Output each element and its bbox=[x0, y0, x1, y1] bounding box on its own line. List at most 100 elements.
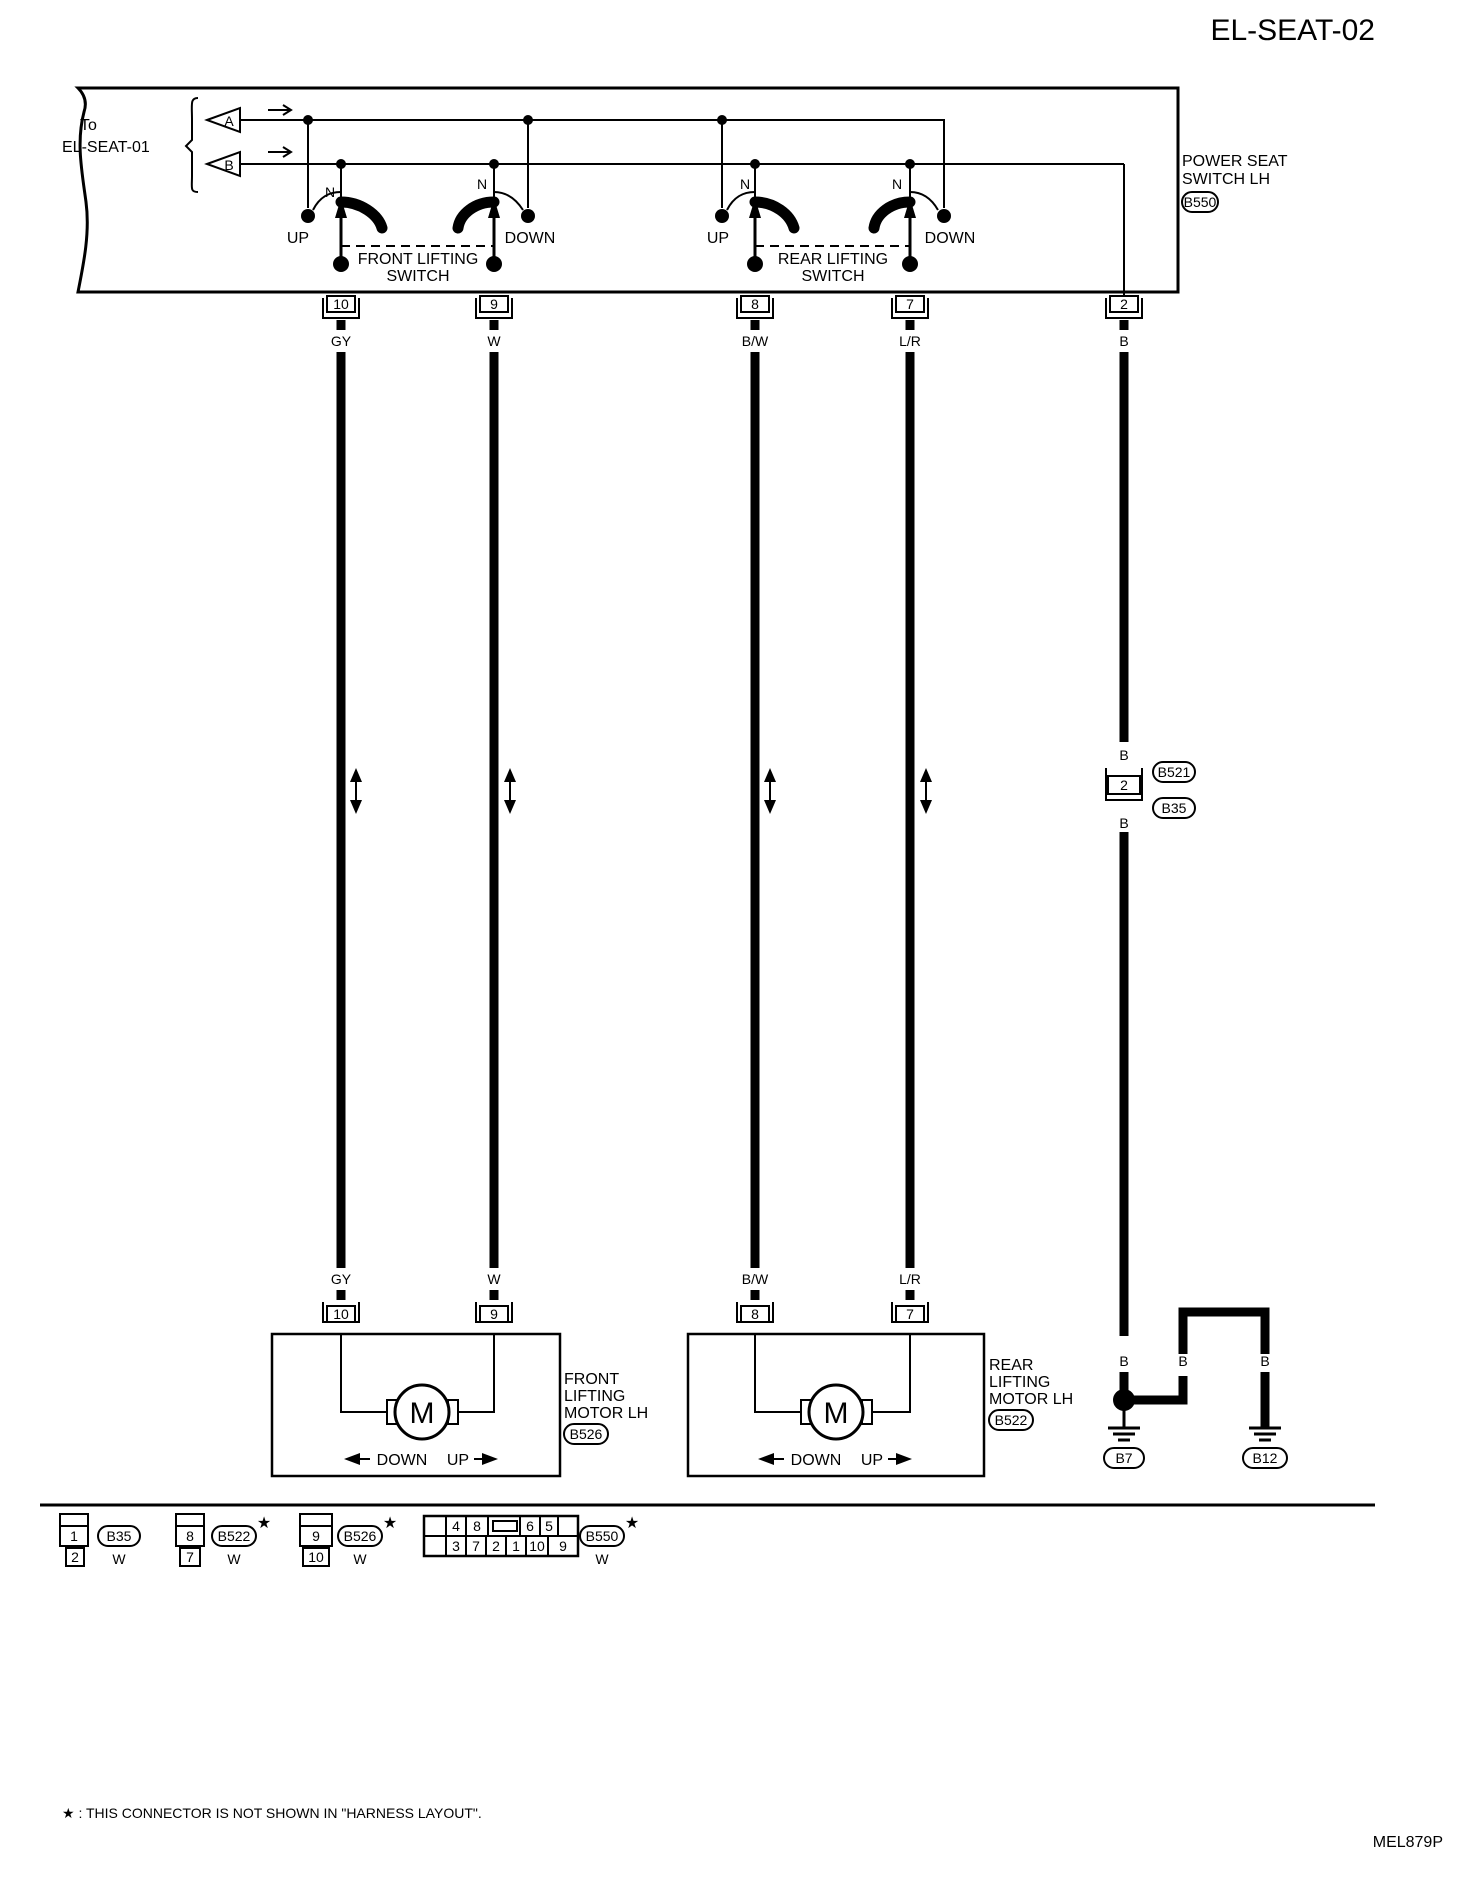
b521-badge bbox=[1152, 761, 1196, 783]
ground-jumper-low bbox=[1124, 1376, 1188, 1405]
front-motor-m: M bbox=[410, 1397, 435, 1430]
b550-view-r2c6: 9 bbox=[559, 1538, 567, 1554]
page-title: EL-SEAT-02 bbox=[1210, 14, 1375, 47]
b12-wire-color: B bbox=[1260, 1353, 1269, 1369]
rear-switch-arm-1 bbox=[749, 196, 800, 234]
connector-view-b526: 9 10 B526 ★ W bbox=[299, 1513, 397, 1567]
arrow-a bbox=[268, 104, 293, 116]
power-seat-switch-body bbox=[74, 86, 1180, 294]
front-motor-color-b: W bbox=[487, 1271, 501, 1287]
wire-color-top-10: GY bbox=[331, 333, 352, 349]
front-motor-name-1: FRONT bbox=[564, 1371, 619, 1388]
figure-code: MEL879P bbox=[1373, 1834, 1443, 1851]
front-motor-up: UP bbox=[447, 1452, 469, 1469]
b526-view-top: 9 bbox=[312, 1528, 320, 1544]
connector-view-b550: 4 8 6 5 3 7 2 1 10 9 B550 ★ W bbox=[422, 1514, 639, 1567]
rear-switch-n-1: N bbox=[740, 176, 750, 192]
front-motor-up-arrow bbox=[482, 1453, 498, 1465]
rear-motor-color-a: B/W bbox=[742, 1271, 769, 1287]
rear-motor-up-arrow bbox=[896, 1453, 912, 1465]
b35-view-bottom: 2 bbox=[71, 1549, 79, 1565]
front-motor-color-a: GY bbox=[331, 1271, 352, 1287]
rear-switch-up-label: UP bbox=[707, 230, 729, 247]
rear-motor-wiring bbox=[754, 1334, 911, 1413]
b550-view-r1c4: 6 bbox=[526, 1518, 534, 1534]
b550-view-r2c1: 3 bbox=[452, 1538, 460, 1554]
switch-terminal-10: 10 bbox=[322, 295, 360, 319]
b550-view-star: ★ bbox=[625, 1515, 639, 1532]
power-seat-switch-name-1: POWER SEAT bbox=[1182, 153, 1288, 170]
wire-color-top-2: B bbox=[1119, 333, 1128, 349]
bidirectional-arrows bbox=[350, 768, 932, 814]
source-ref-brace bbox=[184, 97, 199, 193]
connector-a-label: A bbox=[224, 113, 234, 129]
rear-motor-color-b: L/R bbox=[899, 1271, 921, 1287]
b35-view-id: B35 bbox=[107, 1528, 132, 1544]
b550-view-r1c2: 8 bbox=[473, 1518, 481, 1534]
rear-switch-arm-2 bbox=[868, 196, 916, 234]
front-motor-name-2: LIFTING bbox=[564, 1388, 625, 1405]
front-switch-label-1: FRONT LIFTING bbox=[358, 251, 479, 268]
b550-view-id: B550 bbox=[586, 1528, 619, 1544]
b522-view-star: ★ bbox=[257, 1515, 271, 1532]
rear-switch-n-2: N bbox=[892, 176, 902, 192]
b550-view-r1c5: 5 bbox=[545, 1518, 553, 1534]
b550-view-r1c1: 4 bbox=[452, 1518, 460, 1534]
rear-motor-pin-a: 8 bbox=[751, 1306, 759, 1322]
b35-badge bbox=[1152, 797, 1196, 819]
b550-view-r2c2: 7 bbox=[472, 1538, 480, 1554]
b12-badge bbox=[1242, 1447, 1288, 1469]
front-switch-label-2: SWITCH bbox=[386, 268, 449, 285]
rear-motor-name-1: REAR bbox=[989, 1357, 1033, 1374]
wire-color-top-9: W bbox=[487, 333, 501, 349]
source-ref-to: To bbox=[80, 117, 97, 134]
b522-label: B522 bbox=[995, 1412, 1028, 1428]
rear-motor-m: M bbox=[824, 1397, 849, 1430]
switch-pin-9: 9 bbox=[490, 296, 498, 312]
b35-label: B35 bbox=[1162, 800, 1187, 816]
switch-pin-8: 8 bbox=[751, 296, 759, 312]
b550-badge bbox=[1181, 191, 1219, 213]
wire-color-top-7: L/R bbox=[899, 333, 921, 349]
b521-label: B521 bbox=[1158, 764, 1191, 780]
rear-motor-symbol bbox=[807, 1383, 865, 1441]
front-motor-terminal-b bbox=[479, 1305, 509, 1323]
inline-connector-housing bbox=[1105, 768, 1143, 801]
junction-dots bbox=[301, 115, 951, 272]
front-switch-arm-1 bbox=[335, 196, 388, 234]
rear-motor-terminal-a bbox=[740, 1305, 770, 1323]
switch-pointers bbox=[335, 198, 916, 218]
front-motor-symbol bbox=[393, 1383, 451, 1441]
wire-color-top-8: B/W bbox=[742, 333, 769, 349]
switch-pin-7: 7 bbox=[906, 296, 914, 312]
ground-b7-label: B7 bbox=[1115, 1450, 1132, 1466]
jumper-wire-color: B bbox=[1178, 1353, 1187, 1369]
b35-view-color: W bbox=[112, 1551, 126, 1567]
connector-view-b522: 8 7 B522 ★ W bbox=[175, 1513, 271, 1567]
ground-symbol-b7 bbox=[1108, 1410, 1140, 1442]
b522-view-id: B522 bbox=[218, 1528, 251, 1544]
b522-view-color: W bbox=[227, 1551, 241, 1567]
inline-connector-cavity bbox=[1107, 775, 1141, 795]
ground-wire-color: B bbox=[1119, 1353, 1128, 1369]
inline-color-lower: B bbox=[1119, 815, 1128, 831]
switch-terminal-8: 8 bbox=[736, 295, 774, 319]
inline-color-upper: B bbox=[1119, 747, 1128, 763]
front-motor-down-arrow bbox=[344, 1453, 360, 1465]
rear-motor-pin-b: 7 bbox=[906, 1306, 914, 1322]
ground-b12-label: B12 bbox=[1253, 1450, 1278, 1466]
front-switch-arm-2 bbox=[452, 196, 500, 234]
b550-view-color: W bbox=[595, 1551, 609, 1567]
ground-jumper-high bbox=[1178, 1307, 1270, 1354]
front-motor-terminal-a bbox=[326, 1305, 356, 1323]
rear-switch-down-label: DOWN bbox=[925, 230, 976, 247]
rear-motor-name-2: LIFTING bbox=[989, 1374, 1050, 1391]
b526-badge bbox=[563, 1423, 609, 1445]
power-seat-switch-name-2: SWITCH LH bbox=[1182, 171, 1270, 188]
front-motor-down: DOWN bbox=[377, 1452, 428, 1469]
arrow-b bbox=[268, 146, 293, 158]
rear-motor-down-arrow bbox=[758, 1453, 774, 1465]
rear-motor-name-3: MOTOR LH bbox=[989, 1391, 1073, 1408]
rear-switch-label-1: REAR LIFTING bbox=[778, 251, 888, 268]
switch-pin-2: 2 bbox=[1120, 296, 1128, 312]
